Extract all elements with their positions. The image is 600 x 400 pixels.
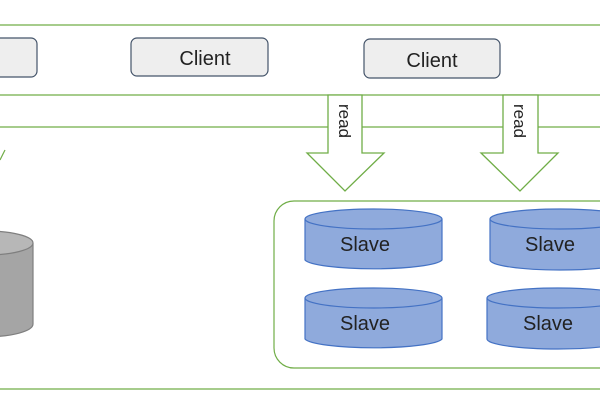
slave-label: Slave: [525, 234, 575, 256]
slave-database-cylinder: Slave: [304, 287, 443, 349]
slave-label: Slave: [340, 234, 390, 256]
client-label: Client: [179, 48, 231, 70]
read-arrow-label: read: [335, 104, 354, 138]
client-box[interactable]: Client: [130, 37, 269, 77]
slave-database-cylinder: Slave: [486, 287, 600, 350]
read-arrow: read: [305, 94, 386, 192]
master-database-cylinder: [0, 230, 34, 337]
slave-label: Slave: [340, 313, 390, 335]
slave-database-cylinder: Slave: [489, 208, 600, 271]
client-box[interactable]: Client: [363, 38, 501, 79]
read-arrow-label: read: [510, 104, 529, 138]
client-label: Client: [406, 50, 458, 72]
read-band-border: [0, 94, 600, 128]
read-arrow: read: [479, 94, 560, 192]
slave-database-cylinder: Slave: [304, 208, 443, 270]
arrow-fragment: [0, 149, 6, 161]
client-box-partial[interactable]: [0, 37, 38, 78]
slave-label: Slave: [523, 313, 573, 335]
